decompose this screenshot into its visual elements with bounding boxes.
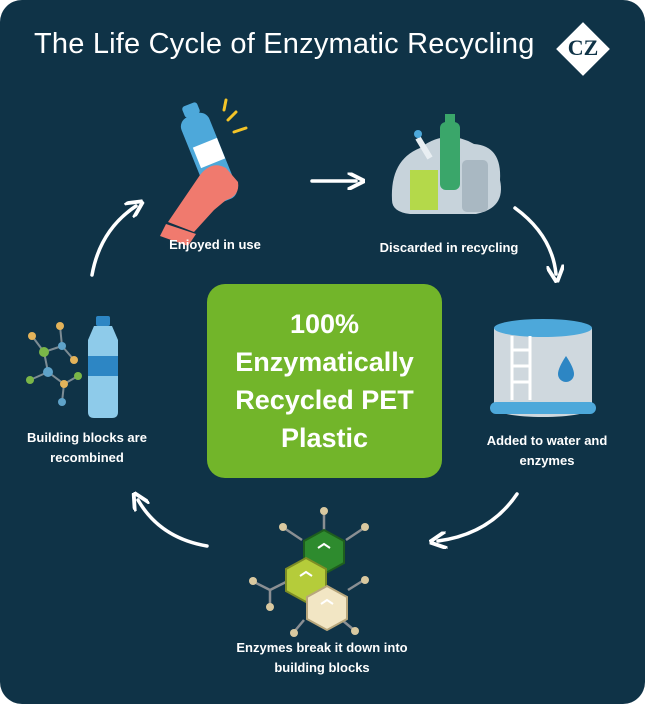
molecule-bottle-icon — [26, 316, 118, 418]
step-label-water: Added to water and enzymes — [486, 433, 608, 468]
hand-bottle-icon — [160, 98, 248, 246]
trash-pile-icon — [391, 114, 501, 214]
arrow-enzymes-to-blocks — [138, 500, 209, 548]
step-label-recombined: Building blocks are recombined — [27, 430, 147, 465]
step-label-enzymes: Enzymes break it down into building bloc… — [236, 640, 408, 675]
water-tank-icon — [490, 319, 596, 417]
cz-logo: CZ — [556, 22, 610, 76]
center-highlight: 100% Enzymatically Recycled PET Plastic — [207, 284, 442, 478]
logo-text: CZ — [567, 35, 599, 60]
step-label-discarded: Discarded in recycling — [379, 240, 519, 255]
step-label-enjoyed: Enjoyed in use — [169, 237, 261, 252]
arrow-water-to-enzymes — [438, 492, 519, 541]
center-text: 100% Enzymatically Recycled PET Plastic — [235, 309, 414, 453]
arrow-blocks-to-use — [90, 206, 136, 277]
page-title: The Life Cycle of Enzymatic Recycling — [34, 28, 535, 60]
arrow-discard-to-water — [513, 206, 556, 274]
